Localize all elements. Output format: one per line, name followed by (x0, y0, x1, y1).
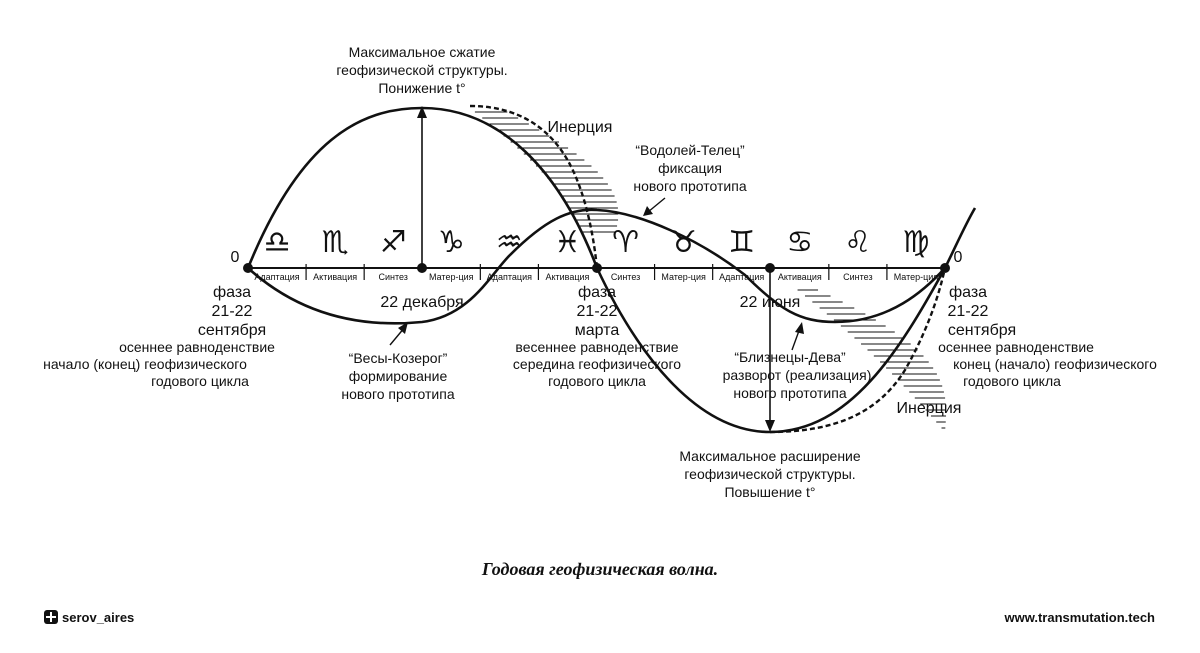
phase-label-row: Адаптация Активация Синтез Матер-ция Адаптац… (254, 272, 938, 282)
pisces-icon: ♓ (554, 225, 581, 260)
zero-right: 0 (954, 249, 963, 266)
zero-left: 0 (231, 249, 240, 266)
phase-label: Адаптация (487, 272, 532, 282)
libra-capricorn-line-2: формирование (349, 368, 448, 384)
left-phase-label: фаза 21-22 сентября осеннее равноденстви… (43, 284, 275, 389)
top-peak-line-2: геофизической структуры. (336, 62, 507, 78)
right-phase-line-1: фаза (949, 284, 987, 301)
left-phase-line-6: годового цикла (151, 373, 249, 389)
plus-icon (46, 612, 56, 622)
top-peak-line-1: Максимальное сжатие (349, 44, 496, 60)
phase-label: Матер-ция (894, 272, 939, 282)
aquarius-taurus-line-1: “Водолей-Телец” (635, 142, 745, 158)
mid-phase-line-3: марта (575, 322, 620, 339)
phase-wave (247, 207, 977, 325)
sagittarius-icon: ♐ (380, 225, 407, 260)
inertia-top-label: Инерция (548, 119, 613, 136)
axis-ticks (305, 264, 888, 280)
mid-phase-label: фаза 21-22 марта весеннее равноденствие … (513, 284, 681, 389)
point-march (592, 263, 602, 273)
right-phase-line-5: конец (начало) геофизического (953, 356, 1157, 372)
cancer-icon: ♋ (786, 225, 813, 260)
phase-label: Синтез (378, 272, 407, 282)
bottom-peak-line-3: Повышение t° (724, 484, 815, 500)
inertia-bottom-hatch-lines (797, 289, 947, 429)
gemini-virgo-line-3: нового прототипа (733, 385, 846, 401)
gemini-virgo-line-2: разворот (реализация) (723, 367, 872, 383)
taurus-icon: ♉ (670, 225, 697, 260)
aquarius-taurus-label: “Водолей-Телец” фиксация нового прототип… (633, 142, 746, 194)
left-phase-line-2: 21-22 (212, 303, 253, 320)
aquarius-taurus-pointer (647, 197, 666, 213)
top-peak-line-3: Понижение t° (378, 80, 465, 96)
left-phase-line-5: начало (конец) геофизического (43, 356, 247, 372)
top-peak-arrow-head (417, 106, 427, 118)
aquarius-icon: ♒ (496, 225, 523, 260)
phase-label: Синтез (843, 272, 872, 282)
left-phase-line-4: осеннее равноденствие (119, 339, 275, 355)
phase-label: Активация (545, 272, 589, 282)
virgo-icon: ♍ (903, 225, 930, 260)
bottom-peak-line-2: геофизической структуры. (684, 466, 855, 482)
point-september-end (940, 263, 950, 273)
point-september-start (243, 263, 253, 273)
top-peak-label: Максимальное сжатие геофизической структ… (336, 44, 507, 96)
libra-capricorn-line-1: “Весы-Козерог” (349, 350, 448, 366)
gemini-icon: ♊ (728, 225, 755, 260)
mid-phase-line-2: 21-22 (577, 303, 618, 320)
bottom-peak-line-1: Максимальное расширение (679, 448, 861, 464)
scorpio-icon: ♏ (322, 225, 349, 260)
june-label: 22 июня (740, 294, 801, 311)
right-phase-line-6: годового цикла (963, 373, 1061, 389)
aquarius-taurus-pointer-head (643, 206, 653, 216)
right-phase-line-4: осеннее равноденствие (938, 339, 1094, 355)
bottom-peak-arrow-head (765, 420, 775, 432)
footer-right-link[interactable]: www.transmutation.tech (1004, 610, 1156, 625)
mid-phase-line-4: весеннее равноденствие (515, 339, 678, 355)
phase-label: Активация (313, 272, 357, 282)
inertia-top-hatch-lines (474, 111, 619, 233)
capricorn-icon: ♑ (438, 225, 465, 260)
footer-left[interactable]: serov_aires (44, 610, 134, 625)
mid-phase-line-5: середина геофизического (513, 356, 681, 372)
bottom-peak-label: Максимальное расширение геофизической ст… (679, 448, 861, 500)
mid-phase-line-1: фаза (578, 284, 616, 301)
libra-icon: ♎ (264, 225, 291, 260)
aries-icon: ♈ (612, 225, 639, 260)
libra-capricorn-line-3: нового прототипа (341, 386, 454, 402)
december-label: 22 декабря (380, 294, 463, 311)
right-phase-line-2: 21-22 (948, 303, 989, 320)
zodiac-row: ♎ ♏ ♐ ♑ ♒ ♓ ♈ ♉ ♊ ♋ ♌ ♍ (264, 225, 930, 260)
phase-label: Адаптация (254, 272, 299, 282)
aquarius-taurus-line-3: нового прототипа (633, 178, 746, 194)
gemini-virgo-pointer-head (795, 322, 804, 334)
gemini-virgo-line-1: “Близнецы-Дева” (734, 349, 846, 365)
inertia-top-dashed (469, 104, 599, 269)
phase-label: Матер-ция (661, 272, 706, 282)
inertia-bottom-dashed (769, 267, 947, 434)
diagram-caption: Годовая геофизическая волна. (481, 559, 718, 579)
phase-label: Матер-ция (429, 272, 474, 282)
left-phase-line-1: фаза (213, 284, 251, 301)
left-phase-line-3: сентября (198, 322, 266, 339)
inertia-bottom-label: Инерция (897, 400, 962, 417)
mid-phase-line-6: годового цикла (548, 373, 646, 389)
phase-label: Синтез (611, 272, 640, 282)
footer-left-text: serov_aires (62, 610, 134, 625)
right-phase-line-3: сентября (948, 322, 1016, 339)
right-phase-label: фаза 21-22 сентября осеннее равноденстви… (938, 284, 1157, 389)
libra-capricorn-label: “Весы-Козерог” формирование нового прото… (341, 350, 454, 402)
libra-capricorn-pointer-head (398, 322, 408, 334)
leo-icon: ♌ (844, 225, 871, 260)
aquarius-taurus-line-2: фиксация (658, 160, 722, 176)
phase-label: Адаптация (719, 272, 764, 282)
phase-label: Активация (778, 272, 822, 282)
gemini-virgo-label: “Близнецы-Дева” разворот (реализация) но… (723, 349, 872, 401)
